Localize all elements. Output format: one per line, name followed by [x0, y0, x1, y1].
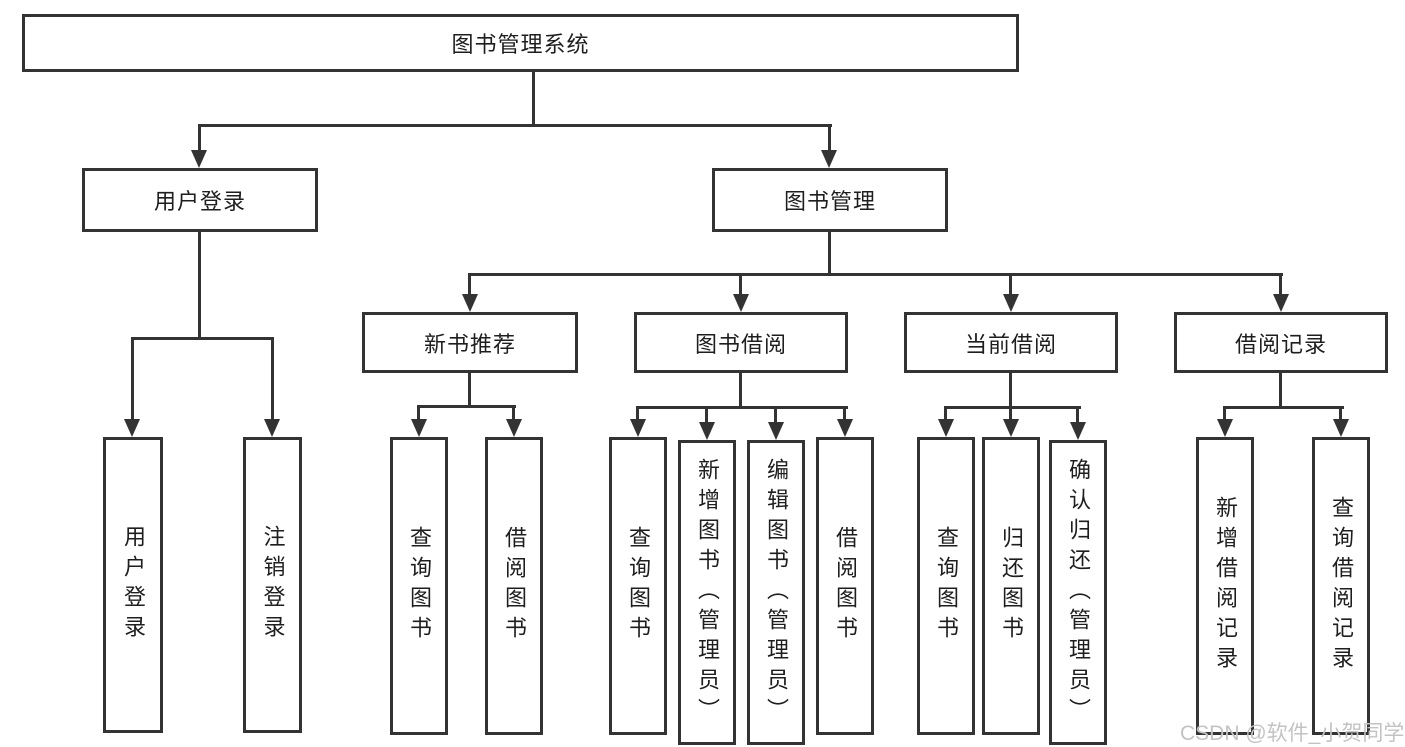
node-label: 确认归还（管理员）	[1066, 457, 1091, 728]
node-book-management: 图书管理	[712, 168, 948, 232]
connector-line	[944, 406, 1081, 409]
node-query-book-leaf: 查询图书	[917, 437, 975, 735]
node-add-book-admin-leaf: 新增图书（管理员）	[678, 440, 736, 745]
node-user-login-leaf: 用户登录	[103, 437, 163, 733]
connector-line	[198, 124, 832, 127]
node-label: 注销登录	[260, 525, 286, 645]
connector-line	[198, 232, 201, 337]
node-current-borrow: 当前借阅	[904, 312, 1118, 373]
node-label: 新增图书（管理员）	[695, 457, 720, 728]
node-label: 借阅图书	[833, 526, 858, 646]
arrowhead	[699, 422, 715, 440]
connector-line	[198, 124, 201, 154]
node-label: 查询借阅记录	[1329, 496, 1354, 676]
arrowhead	[124, 419, 140, 437]
connector-line	[705, 406, 708, 424]
node-label: 查询图书	[934, 526, 959, 646]
arrowhead	[1217, 419, 1233, 437]
node-query-book-leaf: 查询图书	[609, 437, 667, 735]
node-label: 借阅记录	[1234, 331, 1327, 357]
node-query-book-leaf: 查询图书	[390, 437, 448, 735]
connector-line	[828, 232, 831, 273]
connector-line	[1009, 273, 1012, 297]
node-label: 归还图书	[999, 526, 1024, 646]
node-label: 查询图书	[407, 526, 432, 646]
node-return-book-leaf: 归还图书	[982, 437, 1040, 735]
connector-line	[739, 373, 742, 406]
node-add-borrow-record-leaf: 新增借阅记录	[1196, 437, 1254, 735]
node-borrow-book-leaf: 借阅图书	[816, 437, 874, 735]
arrowhead	[768, 422, 784, 440]
connector-line	[1279, 373, 1282, 406]
connector-line	[468, 273, 1283, 276]
node-label: 编辑图书（管理员）	[764, 457, 789, 728]
connector-line	[512, 405, 515, 421]
node-root: 图书管理系统	[22, 14, 1019, 72]
connector-line	[843, 406, 846, 422]
arrowhead	[1003, 294, 1019, 312]
connector-line	[1076, 406, 1079, 424]
connector-line	[774, 406, 777, 424]
connector-line	[1009, 373, 1012, 406]
node-user-login-label: 用户登录	[153, 189, 246, 214]
node-confirm-return-admin-leaf: 确认归还（管理员）	[1049, 440, 1107, 745]
arrowhead	[191, 150, 207, 168]
node-label: 图书借阅	[694, 331, 787, 357]
connector-line	[417, 405, 516, 408]
connector-line	[1279, 273, 1282, 297]
connector-line	[1223, 406, 1226, 422]
node-query-borrow-record-leaf: 查询借阅记录	[1312, 437, 1370, 735]
connector-line	[636, 406, 848, 409]
connector-line	[1223, 406, 1344, 409]
arrowhead	[462, 294, 478, 312]
connector-line	[636, 406, 639, 422]
node-root-label: 图书管理系统	[451, 32, 590, 57]
connector-line	[532, 72, 535, 124]
connector-line	[131, 337, 134, 423]
arrowhead	[1070, 422, 1086, 440]
connector-line	[271, 337, 274, 423]
node-label: 当前借阅	[964, 331, 1057, 357]
node-book-borrow: 图书借阅	[634, 312, 848, 373]
node-label: 新书推荐	[423, 331, 516, 357]
connector-line	[739, 273, 742, 297]
connector-line	[468, 373, 471, 405]
arrowhead	[733, 294, 749, 312]
node-edit-book-admin-leaf: 编辑图书（管理员）	[747, 440, 805, 745]
connector-line	[828, 124, 831, 154]
arrowhead	[411, 419, 427, 437]
arrowhead	[938, 419, 954, 437]
arrowhead	[1333, 419, 1349, 437]
csdn-watermark: CSDN @软件_小贺同学	[1180, 722, 1405, 745]
node-book-management-label: 图书管理	[783, 189, 876, 214]
node-logout-leaf: 注销登录	[243, 437, 302, 733]
node-label: 借阅图书	[502, 526, 527, 646]
connector-line	[468, 273, 471, 297]
connector-line	[417, 405, 420, 421]
node-borrow-book-leaf: 借阅图书	[485, 437, 543, 735]
arrowhead	[264, 419, 280, 437]
connector-line	[944, 406, 947, 422]
arrowhead	[837, 419, 853, 437]
node-new-book-recommend: 新书推荐	[362, 312, 578, 373]
arrowhead	[1273, 294, 1289, 312]
node-borrow-record: 借阅记录	[1174, 312, 1388, 373]
node-label: 新增借阅记录	[1213, 496, 1238, 676]
connector-line	[1009, 406, 1012, 422]
node-label: 用户登录	[121, 525, 146, 645]
connector-line	[1339, 406, 1342, 422]
arrowhead	[630, 419, 646, 437]
node-label: 查询图书	[626, 526, 651, 646]
node-user-login: 用户登录	[82, 168, 318, 232]
connector-line	[131, 337, 274, 340]
arrowhead	[506, 419, 522, 437]
arrowhead	[821, 150, 837, 168]
arrowhead	[1003, 419, 1019, 437]
